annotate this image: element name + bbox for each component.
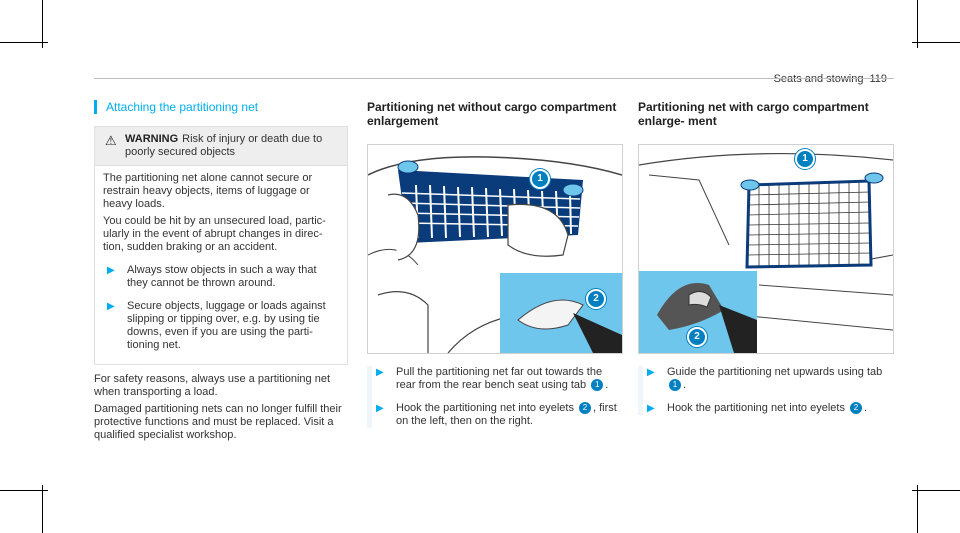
section-title: Attaching the partitioning net	[94, 100, 348, 114]
callout-badge-1: 1	[530, 169, 550, 189]
arrow-icon: ▶	[107, 265, 115, 276]
inline-badge-1: 1	[591, 379, 604, 392]
instruction-step: ▶ Pull the partitioning net far out towar…	[372, 366, 621, 392]
arrow-icon: ▶	[647, 403, 655, 414]
illustration-net-rear-seat: 1 2	[367, 144, 623, 354]
warning-paragraph: You could be hit by an unsecured load, p…	[103, 215, 326, 253]
step-text: Hook the partitioning net into eyelets	[396, 402, 574, 414]
warning-paragraph: The partitioning net alone cannot secure…	[103, 172, 313, 210]
crop-mark	[917, 485, 918, 533]
step-text: Always stow objects in such a way that t…	[127, 264, 317, 289]
instruction-step: ▶Hook the partitioning net into eyelets …	[372, 402, 621, 428]
step-text-end: .	[683, 379, 687, 391]
callout-badge-2: 2	[586, 289, 606, 309]
crop-mark	[42, 0, 43, 48]
callout-badge-1: 1	[795, 149, 815, 169]
step-text: Hook the partitioning net into eyelets	[667, 402, 845, 414]
inline-badge-1: 1	[669, 379, 681, 392]
running-header: Seats and stowing 119	[774, 73, 887, 85]
page-number: 119	[869, 73, 887, 85]
arrow-icon: ▶	[376, 403, 384, 414]
warning-step: ▶ Always stow objects in such a way that …	[103, 264, 339, 290]
note-paragraph: Damaged partitioning nets can no longer …	[94, 403, 342, 441]
column-with-enlargement: Partitioning net with cargo compartment …	[638, 100, 894, 419]
subsection-title: Partitioning net without cargo compartme…	[367, 100, 617, 128]
step-text-end: .	[605, 379, 609, 391]
section-name: Seats and stowing	[773, 73, 864, 85]
warning-step: ▶ Secure objects, luggage or loads agains…	[103, 300, 339, 352]
arrow-icon: ▶	[376, 367, 384, 378]
inline-badge-2: 2	[579, 402, 592, 415]
step-text-end: .	[864, 402, 868, 414]
net-illustration-graphic	[639, 152, 893, 353]
crop-mark	[0, 42, 48, 43]
inline-badge-2: 2	[850, 402, 863, 415]
net-illustration-graphic	[368, 156, 622, 353]
step-text: Secure objects, luggage or loads against…	[127, 300, 326, 351]
column-without-enlargement: Partitioning net without cargo compartme…	[367, 100, 623, 432]
step-list: ▶ Pull the partitioning net far out towar…	[367, 366, 621, 428]
crop-mark	[917, 0, 918, 48]
arrow-icon: ▶	[107, 301, 115, 312]
step-list: ▶ Guide the partitioning net upwards usin…	[638, 366, 892, 415]
crop-mark	[912, 490, 960, 491]
warning-icon: ⚠	[105, 133, 117, 148]
warning-headline: Risk of injury or death due to poorly se…	[125, 133, 323, 158]
subsection-title: Partitioning net with cargo compartment …	[638, 100, 869, 128]
instruction-step: ▶ Guide the partitioning net upwards usin…	[643, 366, 892, 392]
column-attaching: Attaching the partitioning net ⚠ WARNING…	[94, 100, 348, 446]
illustration-net-roof: 1 2	[638, 144, 894, 354]
header-rule	[94, 78, 894, 79]
step-text-end: , first on the left, then on the right.	[396, 402, 617, 427]
instruction-step: ▶Hook the partitioning net into eyelets …	[643, 402, 892, 415]
note-paragraph: For safety reasons, always use a partiti…	[94, 373, 331, 398]
step-text: Guide the partitioning net upwards using…	[667, 366, 883, 378]
crop-mark	[0, 490, 48, 491]
arrow-icon: ▶	[647, 367, 655, 378]
crop-mark	[912, 42, 960, 43]
step-text: Pull the partitioning net far out toward…	[396, 366, 603, 391]
crop-mark	[42, 485, 43, 533]
warning-label: WARNING	[125, 133, 179, 145]
warning-body: The partitioning net alone cannot secure…	[95, 165, 347, 364]
callout-badge-2: 2	[687, 327, 707, 347]
